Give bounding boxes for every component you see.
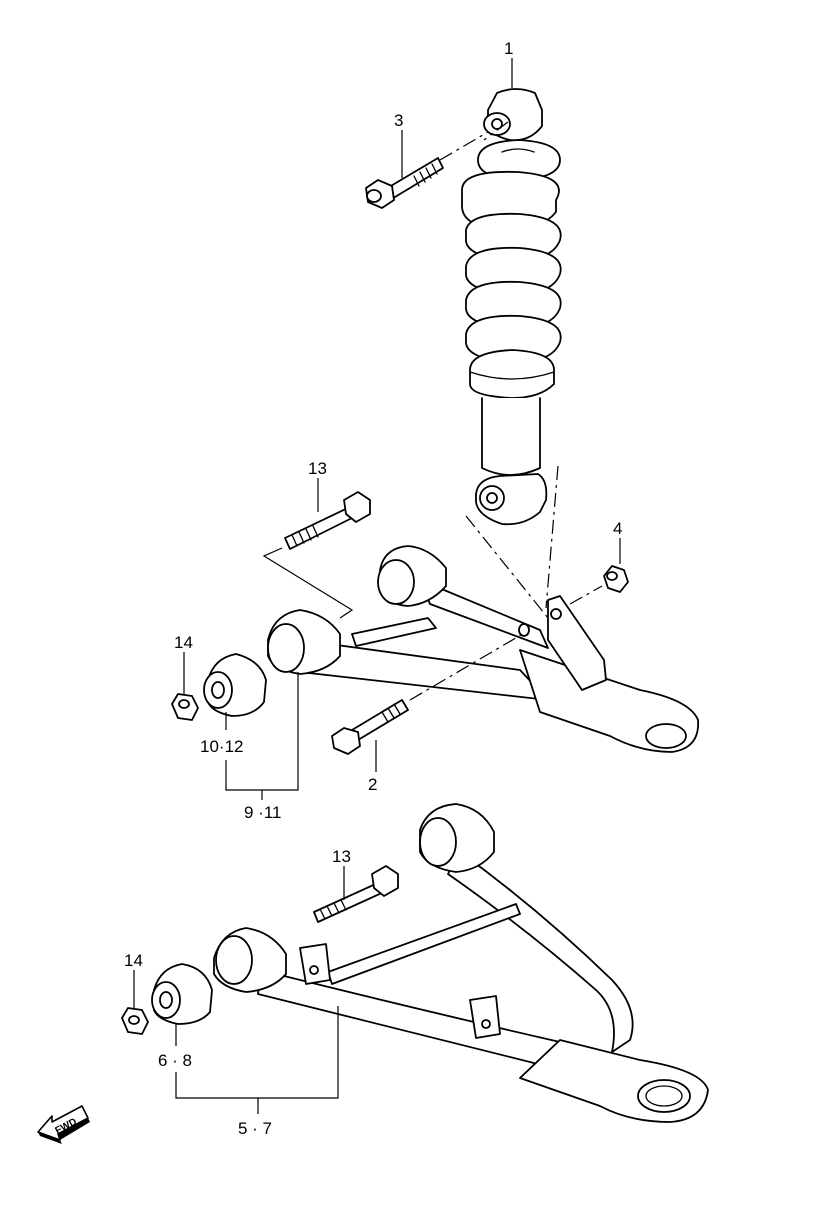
callout-9-11: 9 ·11 (244, 803, 282, 822)
nut-14-lower (121, 1007, 149, 1035)
fwd-arrow-icon: FWD (37, 1105, 90, 1144)
bolt-13-lower (313, 865, 399, 923)
shock-absorber (461, 88, 562, 526)
nut-14-upper (171, 693, 199, 721)
lower-arm (213, 803, 709, 1123)
callout-14-lower: 14 (124, 951, 143, 970)
callout-1: 1 (504, 39, 513, 58)
callout-10-12: 10·12 (200, 737, 243, 756)
callout-13-lower: 13 (332, 847, 351, 866)
callout-3: 3 (394, 111, 403, 130)
nut-4 (603, 565, 629, 593)
bolt-13-upper (284, 491, 371, 550)
bolt-3 (365, 157, 444, 209)
callout-5-7: 5 · 7 (238, 1119, 272, 1138)
bolt-2 (331, 699, 409, 755)
callouts: 1 3 13 4 14 10·12 2 9 ·11 13 14 6 · 8 5 … (124, 39, 622, 1138)
callout-4: 4 (613, 519, 622, 538)
bushing-10-12 (203, 653, 267, 717)
upper-arm (267, 545, 699, 753)
bushing-6-8 (151, 963, 213, 1025)
callout-2: 2 (368, 775, 377, 794)
callout-6-8: 6 · 8 (158, 1051, 192, 1070)
callout-13-upper: 13 (308, 459, 327, 478)
leader-lines (133, 58, 621, 1114)
callout-14-upper: 14 (174, 633, 193, 652)
